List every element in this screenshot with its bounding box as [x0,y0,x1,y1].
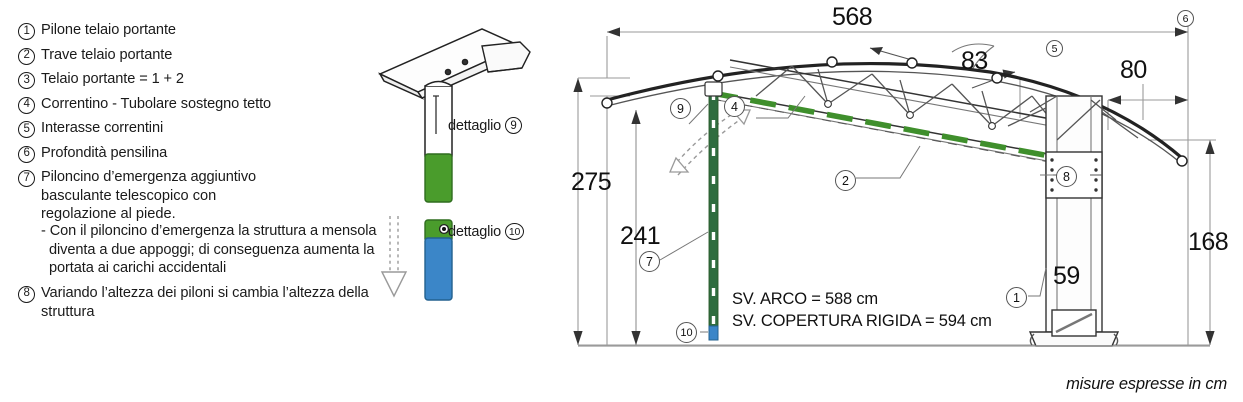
legend-panel: 1 Pilone telaio portante 2 Trave telaio … [18,22,378,321]
legend-item-2: 2 Trave telaio portante [18,47,378,65]
dim-spacing-label: 83 [961,47,988,75]
legend-label-2: Trave telaio portante [41,46,173,63]
marker-2: 2 [835,170,856,191]
extension-arrow-icon [380,216,408,298]
legend-item-7-line3: regolazione al piede. [41,205,176,222]
legend-item-7-line6: portata ai carichi accidentali [49,260,227,276]
legend-item-7-line2: basculante telescopico con [41,188,217,204]
detail-drawing [378,28,531,301]
main-column [1007,95,1139,347]
span-notes: SV. ARCO = 588 cm SV. COPERTURA RIGIDA =… [732,288,992,333]
post-top-sleeve [704,81,723,97]
legend-bullet-6: 6 [18,145,35,163]
legend-bullet-4: 4 [18,96,35,114]
legend-bullet-5: 5 [18,121,35,138]
marker-9: 9 [670,98,691,119]
marker-leaders [659,95,1053,333]
marker-7: 7 [639,251,660,272]
legend-item-5: 5 Interasse correntini [18,120,378,138]
detail-10-text: dettaglio [448,223,502,240]
dim-height-beam-label: 241 [620,222,661,250]
legend-item-6: 6 Profondità pensilina [18,145,378,163]
dim-height-right-label: 168 [1188,228,1229,256]
dim-width-label: 568 [832,3,873,31]
legend-item-8: 8 Variando l’altezza dei piloni si cambi… [18,285,378,303]
marker-10: 10 [676,322,697,343]
legend-label-3: Telaio portante = 1 + 2 [41,71,184,87]
legend-item-7-line4: - Con il piloncino d’emergenza la strutt… [41,223,377,239]
dim-depth-label: 80 [1120,56,1147,84]
legend-bullet-1: 1 [18,23,35,40]
legend-bullet-3: 3 [18,72,35,89]
dim-height-total-label: 275 [571,168,612,196]
detail-illustration: dettaglio 9 dettaglio 10 [370,24,570,304]
truss-frame [711,59,1101,168]
detail-9-text: dettaglio [448,117,502,134]
detail-10-tube [424,219,453,301]
emergency-post [708,87,719,341]
legend-label-7: Piloncino d’emergenza aggiuntivo [41,169,257,185]
units-note: misure espresse in cm [1066,375,1227,393]
legend-bullet-2: 2 [18,47,35,65]
marker-8: 8 [1056,166,1077,187]
marker-5: 5 [1046,40,1063,57]
legend-item-7: 7 Piloncino d’emergenza aggiuntivo [18,169,378,187]
legend-item-3: 3 Telaio portante = 1 + 2 [18,71,378,89]
detail-9-label: dettaglio 9 [448,117,523,134]
marker-6: 6 [1177,10,1194,27]
marker-1: 1 [1006,287,1027,308]
legend-item-8-line2: struttura [41,303,95,320]
dim-column-width-label: 59 [1053,262,1080,290]
legend-item-4: 4 Correntino - Tubolare sostegno tetto [18,96,378,114]
post-foot-blue [708,325,719,341]
detail-10-label: dettaglio 10 [448,223,525,240]
legend-label-5: Interasse correntini [41,120,164,136]
legend-item-7-line5: diventa a due appoggi; di conseguenza au… [49,241,375,258]
detail-10-number: 10 [505,223,525,240]
legend-item-1: 1 Pilone telaio portante [18,22,378,40]
legend-label-1: Pilone telaio portante [41,22,176,38]
legend-label-4: Correntino - Tubolare sostegno tetto [41,95,272,112]
marker-4: 4 [724,96,745,117]
technical-drawing: 568 83 80 275 241 168 59 6 5 9 4 2 8 7 1… [560,0,1243,402]
detail-9-green-tube [424,153,453,203]
structure-drawing [573,26,1216,347]
legend-label-6: Profondità pensilina [41,144,168,161]
legend-label-8: Variando l’altezza dei piloni si cambia … [41,284,369,301]
spacing-leader-left [869,47,913,61]
legend-bullet-7: 7 [18,170,35,187]
legend-bullet-8: 8 [18,285,35,303]
sv-copertura-text: SV. COPERTURA RIGIDA = 594 cm [732,312,992,331]
detail-9-number: 9 [505,117,523,134]
sv-arco-text: SV. ARCO = 588 cm [732,290,878,308]
